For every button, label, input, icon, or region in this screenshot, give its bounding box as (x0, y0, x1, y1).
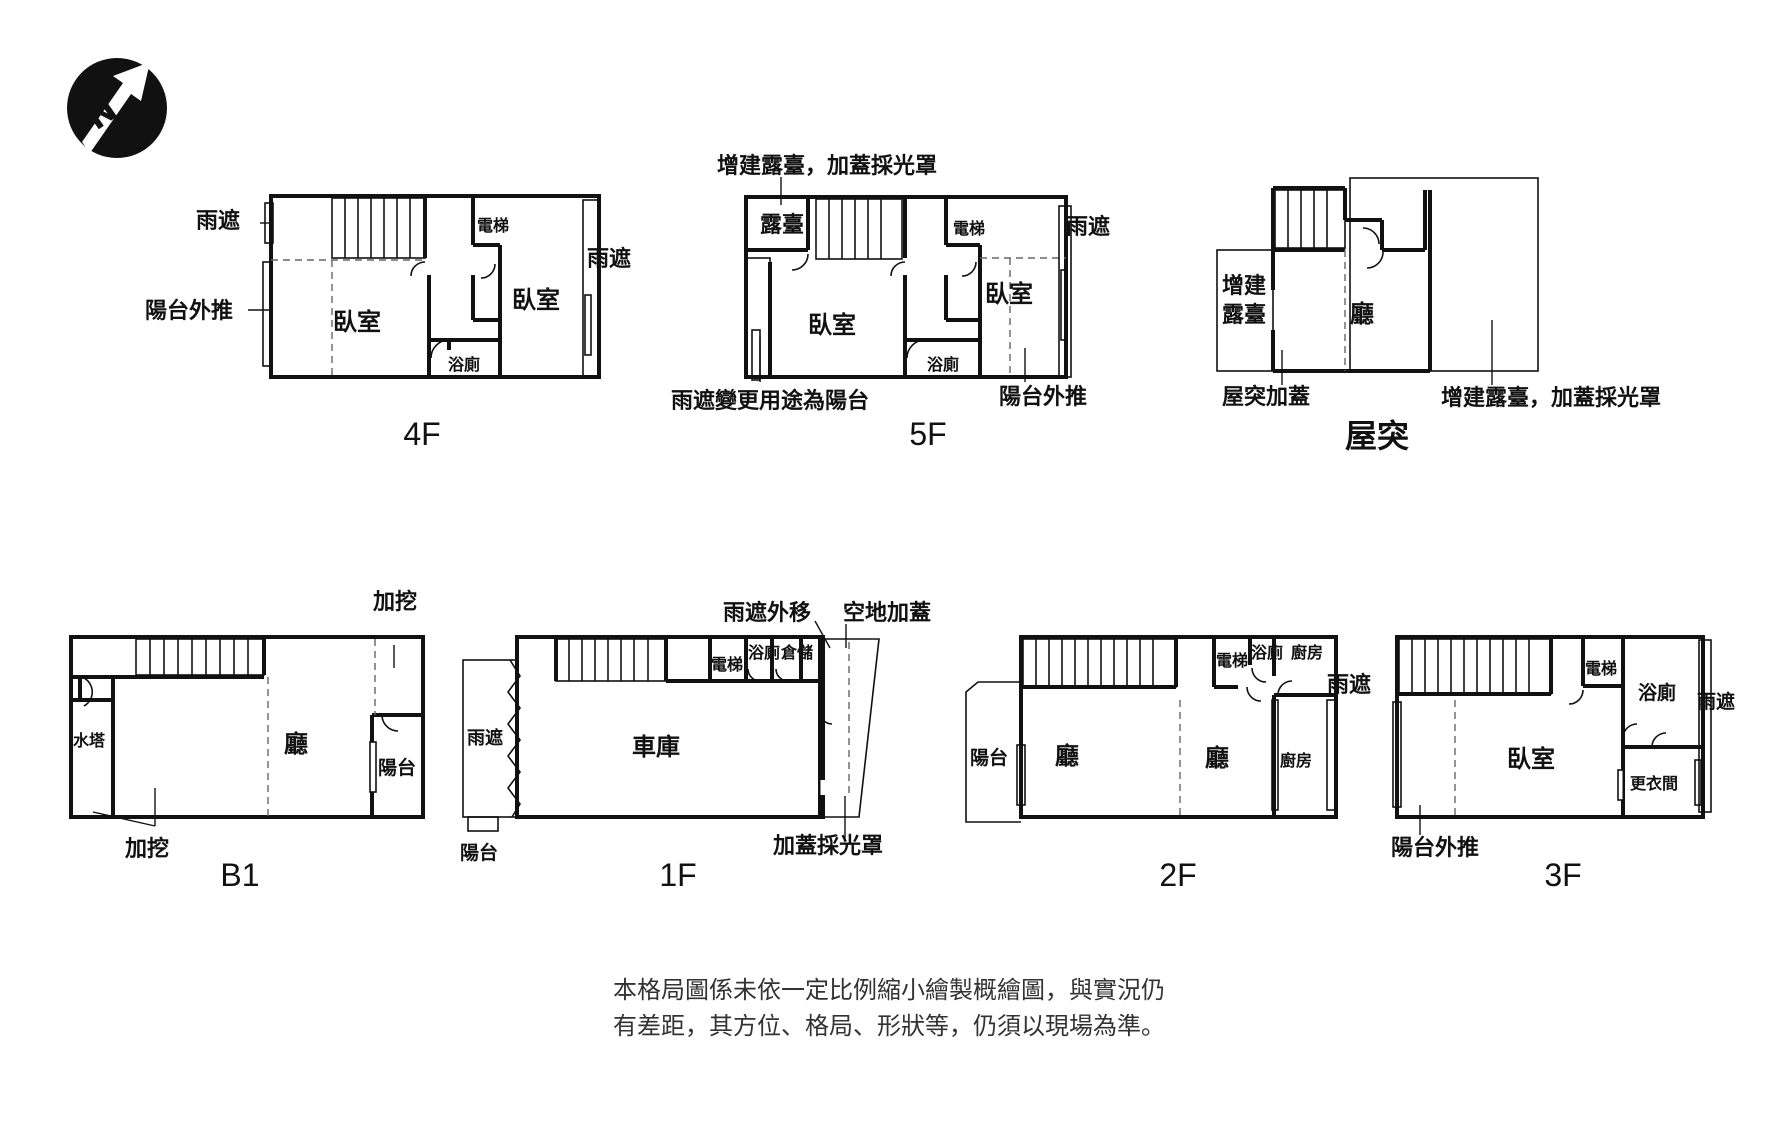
floor-title-3f: 3F (1544, 857, 1581, 893)
label-5f-bathroom: 浴廁 (927, 355, 959, 374)
label-b1-balcony: 陽台 (378, 756, 416, 779)
floor-roof-plan: 增建 露臺 廳 屋突加蓋 增建露臺，加蓋採光罩 屋突 (1216, 177, 1661, 454)
label-2f-balcony: 陽台 (970, 746, 1008, 769)
north-compass-icon: N (67, 58, 167, 158)
label-roof-added-terrace-line2: 露臺 (1222, 303, 1266, 328)
floor-title-b1: B1 (220, 857, 259, 893)
label-1f-skylight-added: 加蓋採光罩 (772, 833, 883, 859)
label-4f-rain-shade-left: 雨遮 (196, 208, 240, 234)
label-5f-terrace: 露臺 (760, 213, 804, 238)
disclaimer-line-2: 有差距，其方位、格局、形狀等，仍須以現場為準。 (613, 1012, 1165, 1040)
label-1f-open-space-added: 空地加蓋 (843, 600, 931, 626)
floor-title-5f: 5F (909, 416, 946, 452)
floor-4f-plan: 雨遮 陽台外推 臥室 臥室 電梯 浴廁 雨遮 4F (145, 194, 631, 452)
label-3f-balcony-push: 陽台外推 (1391, 835, 1479, 861)
label-5f-elevator: 電梯 (953, 219, 985, 238)
floor-title-4f: 4F (403, 416, 440, 452)
label-1f-balcony: 陽台 (460, 841, 498, 864)
label-1f-bathroom: 浴廁 (748, 643, 780, 662)
label-5f-bedroom-2: 臥室 (985, 280, 1033, 308)
label-2f-elevator: 電梯 (1216, 651, 1248, 670)
label-b1-dig-bottom: 加挖 (124, 836, 169, 862)
label-5f-balcony-push: 陽台外推 (999, 384, 1087, 410)
label-5f-terrace-note: 增建露臺，加蓋採光罩 (717, 153, 937, 179)
floor-b1-plan: 加挖 水塔 廳 陽台 加挖 B1 (69, 589, 425, 893)
label-1f-garage: 車庫 (632, 733, 680, 761)
label-1f-rain-shade: 雨遮 (467, 727, 503, 749)
label-3f-rain-shade: 雨遮 (1697, 690, 1735, 713)
floor-3f-plan: 電梯 浴廁 雨遮 臥室 更衣間 陽台外推 3F (1391, 635, 1735, 893)
floor-1f-plan: 雨遮外移 空地加蓋 電梯 浴廁 倉儲 雨遮 車庫 陽台 加蓋採光罩 1F (460, 600, 931, 893)
label-2f-rain-shade: 雨遮 (1327, 672, 1371, 698)
label-2f-hall-1: 廳 (1055, 742, 1079, 770)
label-b1-hall: 廳 (284, 730, 308, 758)
floor-title-roof: 屋突 (1345, 418, 1409, 454)
floor-2f-plan: 電梯 浴廁 廚房 雨遮 陽台 廳 廳 廚房 2F (965, 635, 1371, 893)
label-3f-bathroom: 浴廁 (1638, 681, 1676, 704)
label-3f-closet: 更衣間 (1630, 774, 1678, 793)
label-b1-dig-top: 加挖 (372, 589, 417, 615)
label-5f-rain-shade-converted: 雨遮變更用途為陽台 (671, 388, 869, 414)
floor-5f-plan: 增建露臺，加蓋採光罩 露臺 電梯 雨遮 臥室 臥室 浴廁 雨遮變更用途為陽台 陽… (671, 153, 1110, 452)
disclaimer-line-1: 本格局圖係未依一定比例縮小繪製概繪圖，與實況仍 (613, 976, 1165, 1004)
label-3f-elevator: 電梯 (1585, 659, 1617, 678)
label-2f-kitchen-top: 廚房 (1291, 643, 1323, 662)
label-5f-bedroom-1: 臥室 (808, 311, 856, 339)
label-2f-kitchen: 廚房 (1280, 751, 1312, 770)
label-4f-rain-shade-right: 雨遮 (587, 246, 631, 272)
label-5f-rain-shade: 雨遮 (1066, 214, 1110, 240)
label-1f-storage: 倉儲 (780, 643, 813, 662)
label-roof-addition: 屋突加蓋 (1222, 384, 1310, 410)
label-roof-hall: 廳 (1350, 300, 1374, 328)
label-4f-bedroom-1: 臥室 (333, 308, 381, 336)
disclaimer: 本格局圖係未依一定比例縮小繪製概繪圖，與實況仍 有差距，其方位、格局、形狀等，仍… (0, 972, 1778, 1044)
label-4f-bedroom-2: 臥室 (512, 286, 560, 314)
label-4f-elevator: 電梯 (477, 216, 509, 235)
floor-title-1f: 1F (659, 857, 696, 893)
label-4f-balcony-push: 陽台外推 (145, 298, 233, 324)
label-3f-bedroom: 臥室 (1507, 745, 1555, 773)
label-roof-terrace-note: 增建露臺，加蓋採光罩 (1441, 385, 1661, 411)
label-b1-water-tower: 水塔 (73, 731, 106, 750)
label-4f-bathroom: 浴廁 (448, 355, 480, 374)
label-2f-hall-2: 廳 (1205, 744, 1229, 772)
floor-title-2f: 2F (1159, 857, 1196, 893)
label-1f-elevator: 電梯 (711, 655, 743, 674)
label-1f-rain-shade-moved: 雨遮外移 (723, 600, 811, 626)
label-roof-added-terrace-line1: 增建 (1222, 273, 1266, 299)
label-2f-bathroom: 浴廁 (1251, 643, 1283, 662)
